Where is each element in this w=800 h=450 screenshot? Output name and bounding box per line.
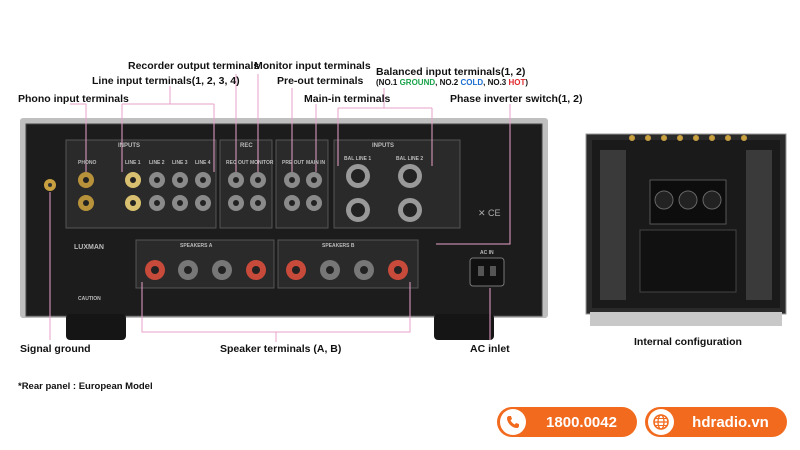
website-link[interactable]: hdradio.vn (645, 407, 787, 437)
panel-line3-label: LINE 3 (172, 160, 188, 166)
phone-icon (500, 409, 526, 435)
panel-phono-label: PHONO (78, 160, 97, 166)
pre-main-jacks (284, 172, 322, 211)
label-pre-out: Pre-out terminals (277, 75, 364, 87)
footnote: *Rear panel : European Model (18, 381, 153, 392)
panel-brand: LUXMAN (74, 244, 104, 251)
panel-bal-line1-label: BAL LINE 1 (344, 156, 372, 162)
label-monitor-input: Monitor input terminals (254, 60, 371, 72)
panel-rec-label: REC (240, 143, 253, 149)
website-url: hdradio.vn (692, 413, 769, 431)
globe-icon (648, 409, 674, 435)
svg-text:✕ CE: ✕ CE (478, 208, 501, 218)
label-recorder-output: Recorder output terminals (128, 60, 260, 72)
phone-number: 1800.0042 (546, 413, 617, 431)
panel-inputs-label: INPUTS (118, 143, 141, 149)
panel-line4-label: LINE 4 (195, 160, 211, 166)
foot-left (66, 314, 126, 340)
label-line-input: Line input terminals(1, 2, 3, 4) (92, 75, 240, 87)
panel-speakers-a-label: SPEAKERS A (180, 243, 213, 249)
line-input-jacks (125, 172, 211, 211)
label-signal-ground: Signal ground (20, 343, 91, 355)
phono-jacks (78, 172, 94, 211)
panel-inputs-bal-label: INPUTS (372, 143, 395, 149)
label-internal-configuration: Internal configuration (634, 336, 742, 348)
label-balanced-input: Balanced input terminals(1, 2) (376, 66, 526, 78)
rec-jacks (228, 172, 266, 211)
panel-speakers-b-label: SPEAKERS B (322, 243, 355, 249)
panel-line1-label: LINE 1 (125, 160, 141, 166)
label-ac-inlet: AC inlet (470, 343, 510, 355)
panel-main-in-label: MAIN IN (306, 160, 326, 166)
label-phono-input: Phono input terminals (18, 93, 129, 105)
panel-ac-in-label: AC IN (480, 250, 494, 256)
panel-pre-out-label: PRE OUT (282, 160, 305, 166)
xlr-jacks (346, 164, 422, 222)
speaker-binding-posts (145, 260, 408, 280)
panel-line2-label: LINE 2 (149, 160, 165, 166)
leader-lines (49, 74, 511, 342)
signal-ground-terminal (44, 179, 56, 191)
panel-rec-out-label: REC OUT (226, 160, 249, 166)
foot-right (434, 314, 494, 340)
panel-bal-line2-label: BAL LINE 2 (396, 156, 424, 162)
label-phase-inverter: Phase inverter switch(1, 2) (450, 93, 583, 105)
panel-caution-label: CAUTION (78, 296, 101, 302)
label-main-in: Main-in terminals (304, 93, 391, 105)
ac-inlet (469, 257, 505, 287)
phone-button[interactable]: 1800.0042 (497, 407, 637, 437)
panel-monitor-label: MONITOR (250, 160, 274, 166)
label-pin-assignment: (NO.1 GROUND, NO.2 COLD, NO.3 HOT) (376, 78, 529, 87)
label-speaker-terminals: Speaker terminals (A, B) (220, 343, 342, 355)
